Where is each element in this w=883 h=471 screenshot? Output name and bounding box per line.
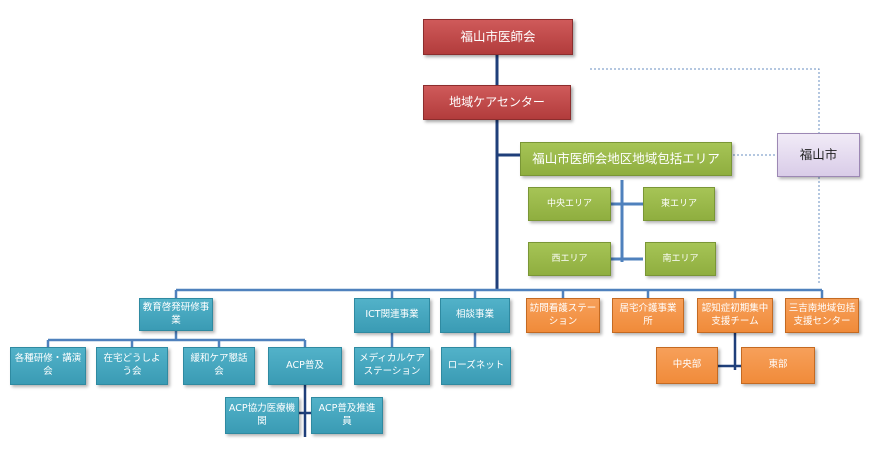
node-area-central: 中央エリア: [528, 187, 611, 221]
node-area-west: 西エリア: [528, 242, 611, 276]
node-dept-home-care-office: 居宅介護事業所: [612, 298, 684, 333]
node-area-east: 東エリア: [643, 187, 715, 221]
node-dept-home-nursing: 訪問看護ステーション: [526, 298, 600, 333]
node-dementia-central: 中央部: [656, 347, 718, 384]
node-acp-cooperating-institutions: ACP協力医療機関: [225, 397, 299, 434]
node-dept-ict: ICT関連事業: [354, 298, 430, 333]
node-dept-dementia-team: 認知症初期集中支援チーム: [697, 298, 773, 333]
node-area-head: 福山市医師会地区地域包括エリア: [520, 142, 732, 176]
node-fukuyama-medical-association: 福山市医師会: [423, 19, 573, 55]
node-home-care-meeting: 在宅どうしよう会: [96, 347, 168, 385]
node-dementia-east: 東部: [741, 347, 815, 384]
node-medical-care-station: メディカルケアステーション: [354, 347, 430, 385]
node-dept-miyoshi-support-center: 三吉南地域包括支援センター: [785, 298, 859, 333]
node-dept-consultation: 相談事業: [440, 298, 510, 333]
node-fukuyama-city: 福山市: [777, 133, 860, 177]
node-acp-promoters: ACP普及推進員: [311, 397, 383, 434]
node-dept-education: 教育啓発研修事業: [139, 298, 213, 331]
node-area-south: 南エリア: [645, 242, 716, 276]
node-palliative-care-forum: 緩和ケア懇話会: [183, 347, 255, 385]
node-acp-promotion: ACP普及: [268, 347, 342, 385]
node-community-care-center: 地域ケアセンター: [423, 85, 571, 120]
node-rose-net: ローズネット: [441, 347, 511, 385]
node-training-lectures: 各種研修・講演会: [10, 347, 86, 385]
